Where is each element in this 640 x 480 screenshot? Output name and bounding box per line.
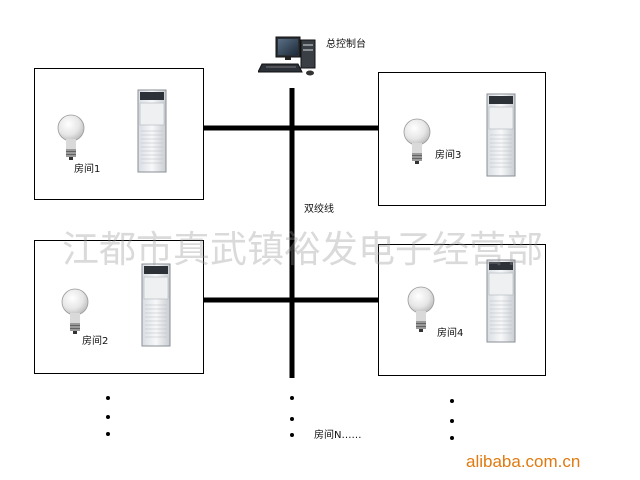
room-box-2: 房间2 [34,240,204,374]
room-label-2: 房间2 [82,336,109,347]
console-label: 总控制台 [326,39,366,50]
brand-watermark: alibaba.com.cn [466,452,581,471]
air-conditioner-icon [486,93,516,177]
air-conditioner-icon [141,263,171,347]
air-conditioner-icon [137,89,167,173]
room-label-1: 房间1 [74,164,101,175]
light-bulb-icon [403,118,431,164]
room-box-4: 房间4 [378,244,546,376]
room-box-1: 房间1 [34,68,204,200]
air-conditioner-icon [486,259,516,343]
room-label-4: 房间4 [437,328,464,339]
light-bulb-icon [61,288,89,334]
computer-icon [258,36,316,76]
cable-label: 双绞线 [304,204,334,215]
room-box-3: 房间3 [378,72,546,206]
more-rooms-label: 房间N…… [314,430,362,441]
light-bulb-icon [57,114,85,160]
light-bulb-icon [407,286,435,332]
room-label-3: 房间3 [435,150,462,161]
watermark-text: 江都市真武镇裕发电子经营部 [62,228,543,271]
